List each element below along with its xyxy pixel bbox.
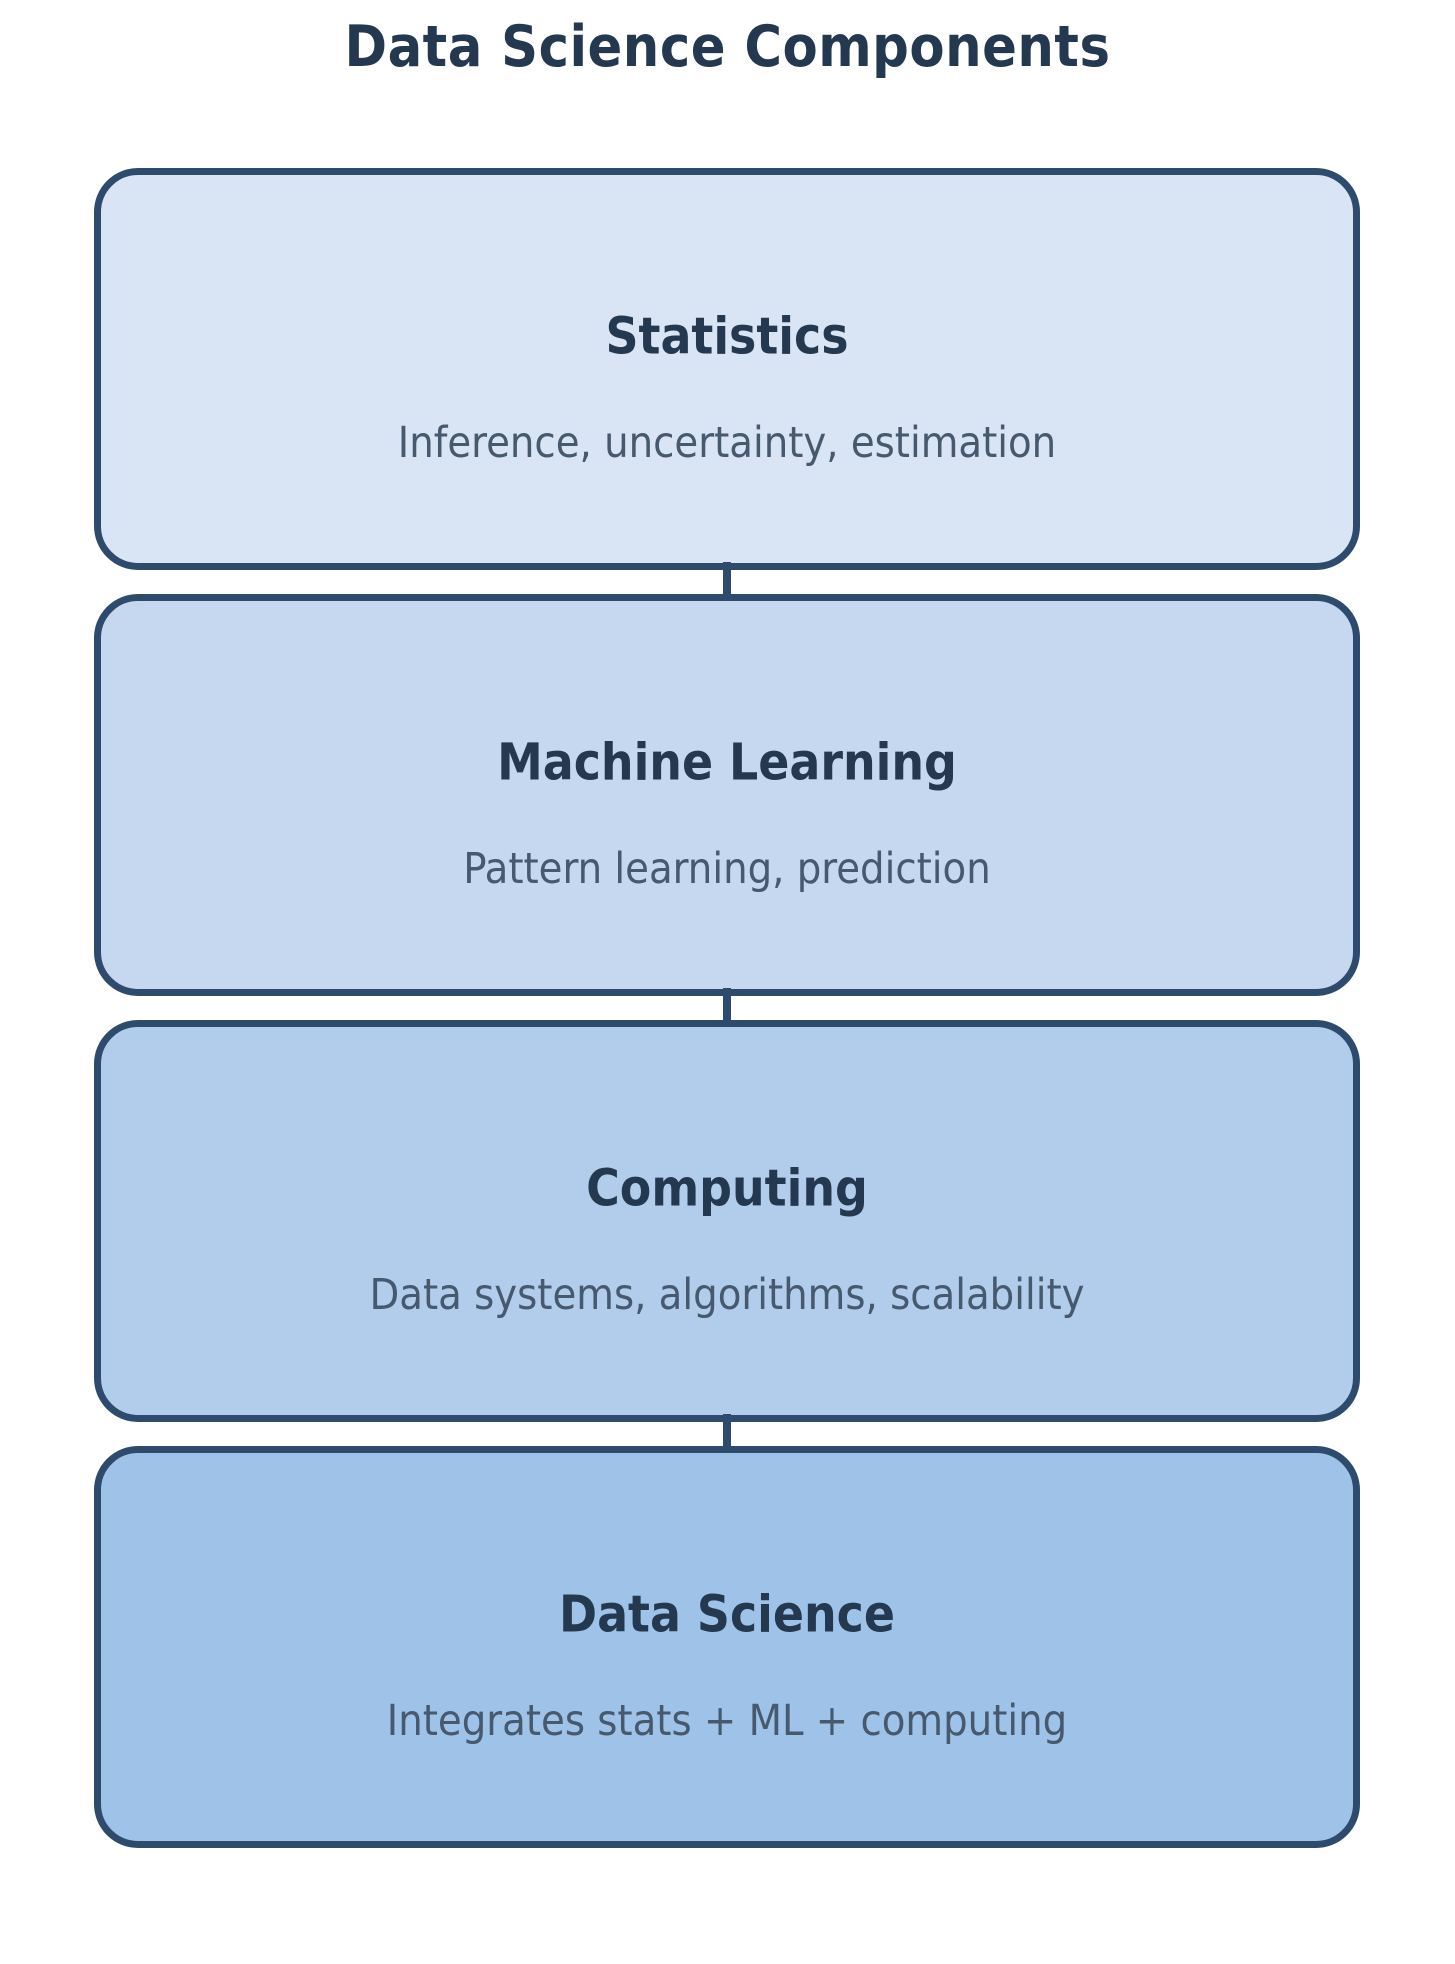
connector-line-computing-to-data-science — [723, 1414, 731, 1450]
diagram-title: Data Science Components — [344, 14, 1111, 80]
component-box-statistics: Statistics Inference, uncertainty, estim… — [94, 168, 1360, 570]
box-title-computing: Computing — [586, 1159, 868, 1219]
connector-line-statistics-to-machine-learning — [723, 562, 731, 598]
component-box-machine-learning: Machine Learning Pattern learning, predi… — [94, 594, 1360, 996]
box-subtitle-computing: Data systems, algorithms, scalability — [369, 1270, 1085, 1320]
box-title-data-science: Data Science — [559, 1585, 895, 1645]
box-title-machine-learning: Machine Learning — [497, 733, 957, 793]
box-title-statistics: Statistics — [605, 307, 849, 367]
connector-line-machine-learning-to-computing — [723, 988, 731, 1024]
component-box-computing: Computing Data systems, algorithms, scal… — [94, 1020, 1360, 1422]
component-box-data-science: Data Science Integrates stats + ML + com… — [94, 1446, 1360, 1848]
box-subtitle-data-science: Integrates stats + ML + computing — [386, 1696, 1068, 1746]
box-subtitle-statistics: Inference, uncertainty, estimation — [397, 418, 1057, 468]
box-subtitle-machine-learning: Pattern learning, prediction — [463, 844, 991, 894]
